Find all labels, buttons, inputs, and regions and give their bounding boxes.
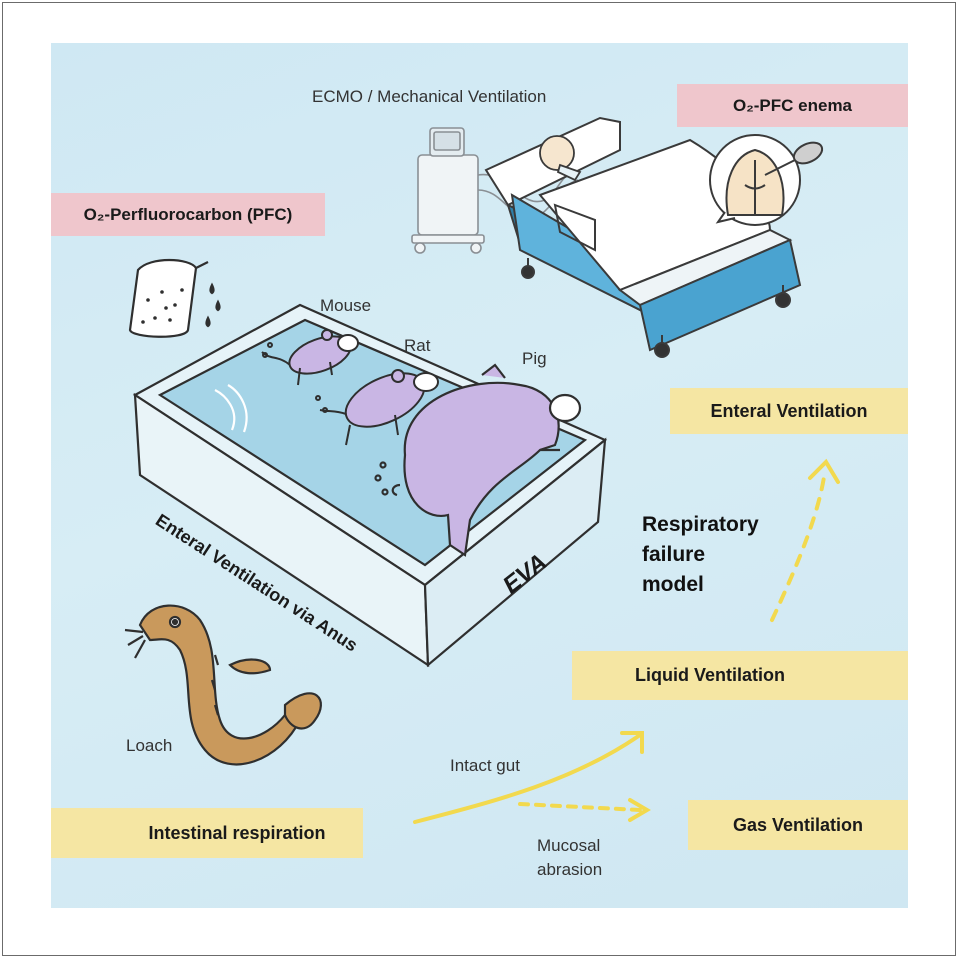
mucosal-arrow (518, 802, 642, 812)
enteral-ventilation-box: Enteral Ventilation (670, 388, 908, 434)
enema-magnifier-icon (709, 134, 824, 226)
mucosal-arrowhead (628, 798, 651, 822)
patient-head-icon (539, 135, 582, 182)
model-title-line-2: failure (642, 543, 706, 566)
model-title-line-1: Respiratory (642, 513, 759, 536)
pig-icon (374, 363, 582, 557)
loach-icon (124, 604, 322, 766)
enteral-ventilation-label: Enteral Ventilation (710, 400, 868, 421)
mucosal-abrasion-label: Mucosal abrasion (537, 834, 602, 882)
enteral-arrowhead (808, 458, 840, 484)
rat-label: Rat (404, 336, 431, 355)
mucosal-abrasion-line-1: Mucosal (537, 836, 601, 855)
ecmo-label: ECMO / Mechanical Ventilation (312, 87, 547, 106)
pfc-enema-box: O₂-PFC enema (677, 84, 908, 127)
intestinal-respiration-label: Intestinal respiration (148, 822, 326, 843)
gas-ventilation-label: Gas Ventilation (732, 814, 864, 835)
rat-icon (315, 369, 439, 446)
model-title: Respiratory failure model (642, 510, 759, 600)
hospital-bed-icon (484, 116, 802, 358)
liquid-ventilation-label: Liquid Ventilation (635, 665, 785, 685)
perfluorocarbon-label: O₂-Perfluorocarbon (PFC) (83, 204, 293, 224)
pfc-enema-label: O₂-PFC enema (732, 95, 853, 115)
intact-gut-label: Intact gut (450, 756, 520, 775)
model-title-line-3: model (642, 573, 704, 596)
mouse-label: Mouse (320, 296, 372, 315)
mucosal-abrasion-line-2: abrasion (537, 860, 603, 879)
enteral-arrow (770, 468, 827, 622)
ecmo-machine-icon (411, 127, 579, 254)
beaker-icon (128, 259, 221, 338)
arrows (413, 458, 840, 824)
gas-ventilation-box: Gas Ventilation (688, 800, 908, 850)
loach-label: Loach (126, 736, 173, 755)
liquid-ventilation-box: Liquid Ventilation (572, 651, 908, 700)
mouse-icon (261, 329, 359, 386)
pig-label: Pig (522, 349, 547, 368)
intestinal-respiration-box: Intestinal respiration (51, 808, 363, 858)
perfluorocarbon-box: O₂-Perfluorocarbon (PFC) (51, 193, 325, 236)
intact-gut-arrowhead (620, 731, 644, 754)
intact-gut-arrow (413, 733, 642, 824)
